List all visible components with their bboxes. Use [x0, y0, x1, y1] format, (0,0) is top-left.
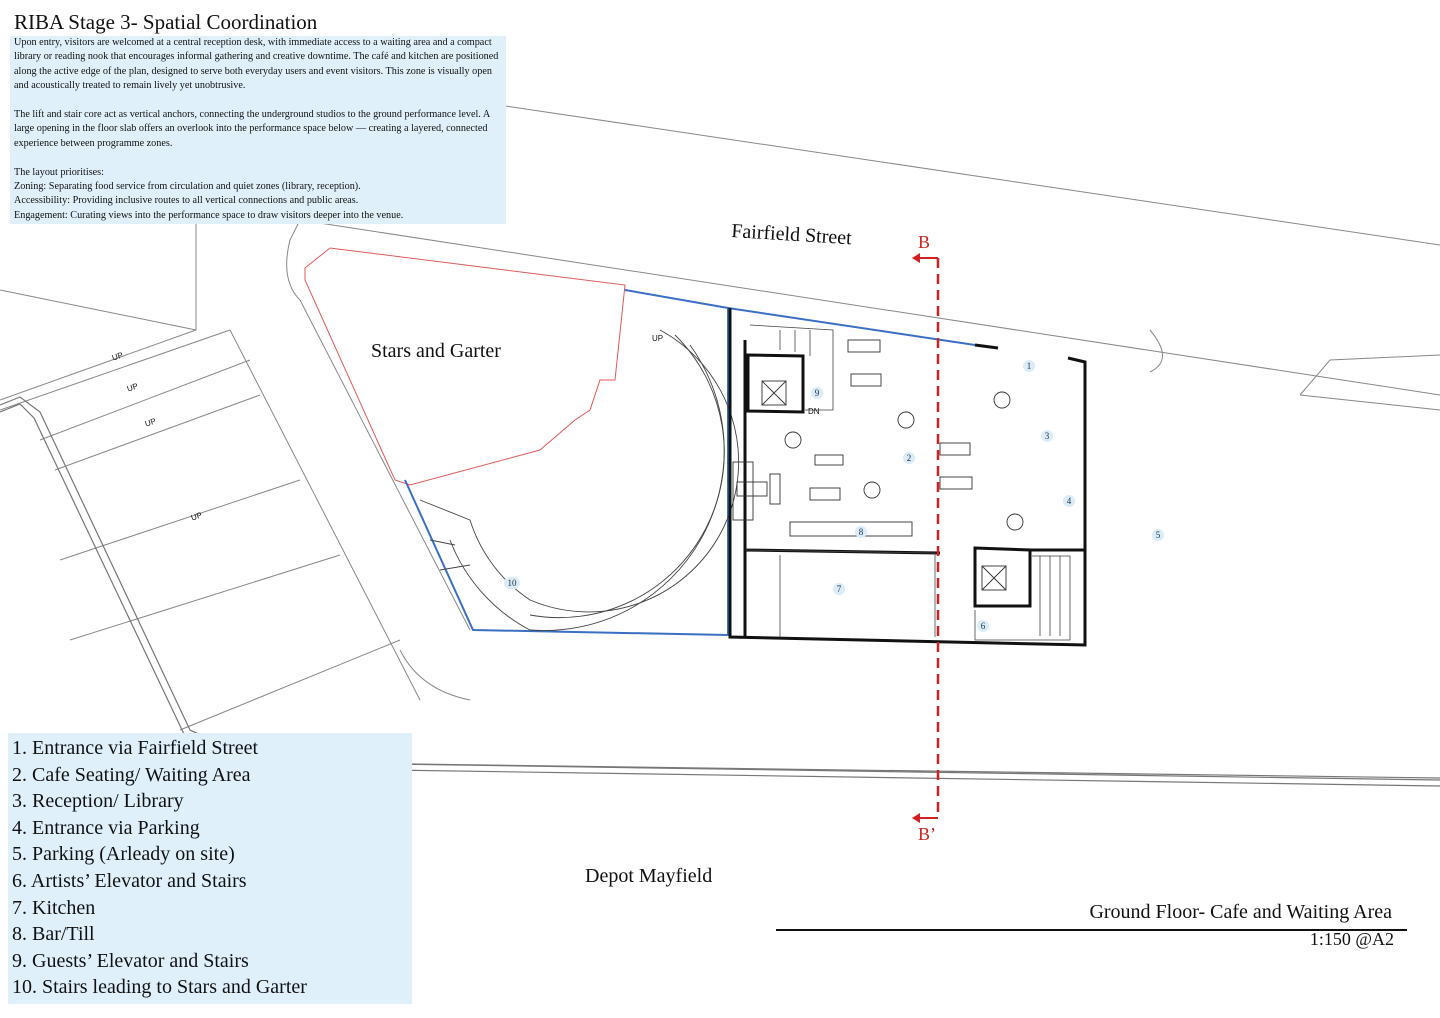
- legend-item: 3. Reception/ Library: [12, 790, 184, 813]
- title-rule: [776, 929, 1407, 931]
- curved-stair: [419, 329, 740, 631]
- legend-item: 5. Parking (Arleady on site): [12, 843, 235, 866]
- legend-list: 1. Entrance via Fairfield Street 2. Cafe…: [12, 735, 307, 1001]
- site-wall: [0, 396, 1440, 787]
- room-tag-7: 7: [833, 583, 845, 595]
- room-tag-6: 6: [977, 620, 989, 632]
- priorities-intro: The layout prioritises:: [14, 166, 104, 178]
- stair-up-label: UP: [652, 334, 664, 343]
- furniture: [732, 339, 1024, 591]
- section-marker-bottom: B’: [918, 824, 936, 844]
- depot-label: Depot Mayfield: [585, 865, 713, 887]
- room-tag-8: 8: [855, 526, 867, 538]
- building-outline-blue: [404, 289, 976, 637]
- priority-item: Accessibility: Providing inclusive route…: [14, 195, 359, 207]
- sheet-title: Ground Floor- Cafe and Waiting Area: [1089, 901, 1392, 923]
- priority-item: Zoning: Separating food service from cir…: [14, 181, 361, 193]
- room-tag-4: 4: [1063, 495, 1075, 507]
- room-tag-10: 10: [504, 577, 520, 589]
- legend-item: 2. Cafe Seating/ Waiting Area: [12, 763, 251, 786]
- priority-item: Engagement: Curating views into the perf…: [14, 209, 404, 221]
- legend-item: 10. Stairs leading to Stars and Garter: [12, 976, 307, 999]
- legend-item: 7. Kitchen: [12, 896, 96, 919]
- description-paragraph-2: The lift and stair core act as vertical …: [14, 109, 490, 149]
- neighbour-label: Stars and Garter: [371, 340, 501, 362]
- building-walls: [728, 308, 1087, 647]
- legend-item: 6. Artists’ Elevator and Stairs: [12, 869, 247, 892]
- description-highlight: [10, 36, 506, 224]
- room-tag-5: 5: [1152, 529, 1164, 541]
- room-tag-1: 1: [1023, 360, 1035, 372]
- legend-item: 4. Entrance via Parking: [12, 816, 200, 839]
- section-marker-top: B: [918, 232, 931, 252]
- description-paragraph-1: Upon entry, visitors are welcomed at a c…: [14, 37, 499, 92]
- sheet-scale: 1:150 @A2: [1309, 929, 1394, 949]
- room-tag-3: 3: [1041, 430, 1053, 442]
- legend-highlight: [8, 733, 412, 1004]
- room-tag-2: 2: [903, 452, 915, 464]
- legend-item: 9. Guests’ Elevator and Stairs: [12, 949, 249, 972]
- room-tag-9: 9: [811, 387, 823, 399]
- description-text: Upon entry, visitors are welcomed at a c…: [14, 36, 506, 223]
- core-stairs: [744, 324, 1071, 641]
- stair-down-label: DN: [808, 407, 820, 416]
- page-title: RIBA Stage 3- Spatial Coordination: [14, 10, 318, 34]
- site-boundary-red: [304, 247, 626, 486]
- section-line: [912, 253, 940, 823]
- legend-item: 8. Bar/Till: [12, 923, 95, 946]
- legend-item: 1. Entrance via Fairfield Street: [12, 737, 259, 759]
